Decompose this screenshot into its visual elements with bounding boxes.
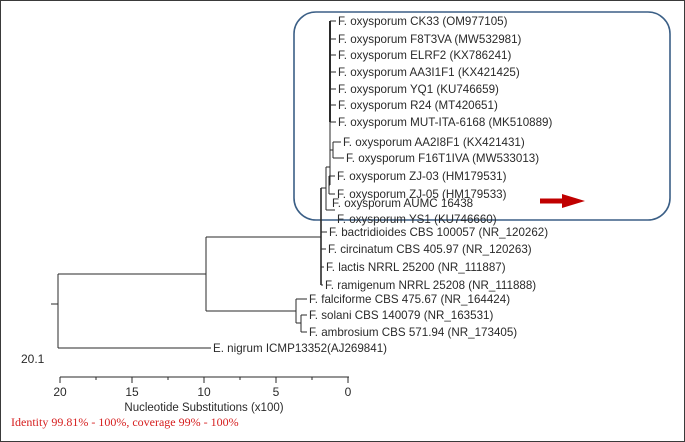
taxon-label: F. falciforme CBS 475.67 (NR_164424) bbox=[309, 293, 510, 306]
taxon-label: F. bactridioides CBS 100057 (NR_120262) bbox=[329, 226, 548, 239]
taxon-label: F. circinatum CBS 405.97 (NR_120263) bbox=[328, 243, 532, 256]
taxon-label: F. solani CBS 140079 (NR_163531) bbox=[309, 309, 493, 322]
axis-tick-label: 15 bbox=[125, 385, 139, 399]
taxon-label: F. oxysporum MUT-ITA-6168 (MK510889) bbox=[338, 116, 552, 129]
axis-tick-label: 10 bbox=[197, 385, 211, 399]
identity-coverage-note: Identity 99.81% - 100%, coverage 99% - 1… bbox=[11, 415, 239, 429]
taxon-label: F. oxysporum ZJ-05 (HM179533) bbox=[337, 188, 507, 201]
axis-tick-labels: 20 15 10 5 0 bbox=[53, 385, 351, 399]
highlight-arrow-icon bbox=[540, 194, 585, 208]
taxon-label: F. oxysporum F16T1IVA (MW533013) bbox=[346, 152, 539, 165]
branch bbox=[330, 20, 336, 123]
taxon-label: F. oxysporum ZJ-03 (HM179531) bbox=[337, 170, 507, 183]
taxon-label: E. nigrum ICMP13352(AJ269841) bbox=[213, 342, 387, 355]
scale-axis-ticks bbox=[59, 377, 349, 383]
taxon-label: F. oxysporum YS1 (KU746660) bbox=[337, 213, 497, 226]
scale-label: 20.1 bbox=[21, 352, 45, 366]
taxon-label: F. oxysporum ELRF2 (KX786241) bbox=[338, 49, 511, 62]
branch bbox=[295, 298, 307, 333]
taxon-label: F. oxysporum AA2I8F1 (KX421431) bbox=[343, 136, 525, 149]
taxon-label: F. oxysporum AA3I1F1 (KX421425) bbox=[338, 66, 520, 79]
branch bbox=[57, 274, 211, 349]
axis-tick-label: 5 bbox=[273, 385, 280, 399]
taxon-label: F. oxysporum R24 (MT420651) bbox=[338, 99, 498, 112]
leaf-labels: F. oxysporum CK33 (OM977105) F. oxysporu… bbox=[213, 15, 552, 355]
axis-tick-label: 0 bbox=[345, 385, 352, 399]
axis-title: Nucleotide Substitutions (x100) bbox=[124, 402, 283, 414]
oxysporum-clade-box bbox=[293, 11, 671, 221]
taxon-label-highlighted: F. oxysporum AUMC 16438 bbox=[332, 197, 473, 210]
taxon-label: F. ambrosium CBS 571.94 (NR_173405) bbox=[309, 326, 517, 339]
branch bbox=[205, 237, 291, 312]
taxon-label: F. oxysporum YQ1 (KU746659) bbox=[338, 83, 499, 96]
tree-branches bbox=[51, 20, 349, 383]
taxon-label: F. oxysporum CK33 (OM977105) bbox=[338, 15, 508, 28]
taxon-label: F. oxysporum F8T3VA (MW532981) bbox=[338, 33, 522, 46]
axis-tick-label: 20 bbox=[53, 385, 67, 399]
taxon-label: F. lactis NRRL 25200 (NR_111887) bbox=[326, 261, 506, 274]
taxon-label: F. ramigenum NRRL 25208 (NR_111888) bbox=[325, 279, 536, 292]
branch bbox=[321, 231, 327, 286]
